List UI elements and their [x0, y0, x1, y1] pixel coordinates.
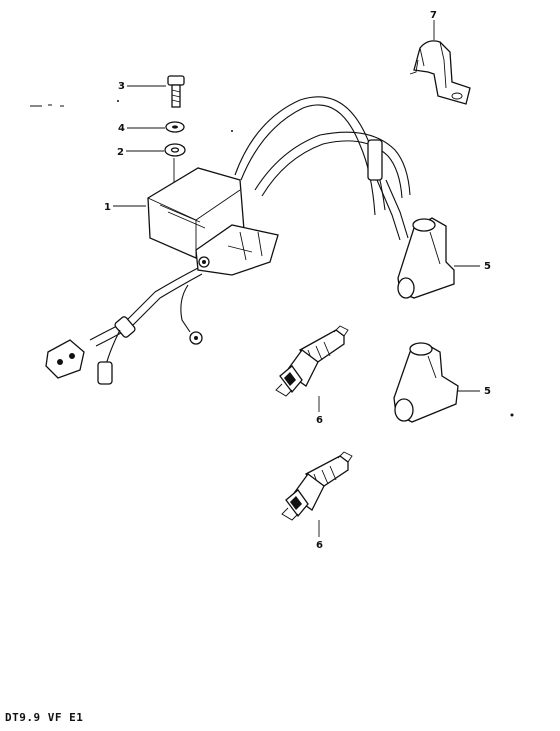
clamp-part — [409, 40, 471, 105]
callout-2: 2 — [117, 147, 124, 158]
callout-5-upper: 5 — [484, 261, 491, 272]
scan-dot — [117, 100, 119, 102]
callout-6-upper: 6 — [316, 415, 323, 426]
bolt-part — [167, 75, 185, 108]
scan-dot — [231, 130, 233, 132]
scan-dot — [510, 413, 514, 417]
callout-4: 4 — [118, 123, 125, 134]
lock-washer-part — [165, 121, 185, 133]
spark-plug-lower-part — [281, 451, 353, 521]
callout-6-lower: 6 — [316, 540, 323, 551]
wiring-harness — [45, 267, 203, 385]
ignition-coil-part — [147, 167, 279, 276]
washer-part — [164, 143, 186, 157]
ht-leads — [234, 96, 411, 241]
callout-3: 3 — [118, 81, 125, 92]
callout-5-lower: 5 — [484, 386, 491, 397]
scan-marks — [30, 104, 64, 107]
spark-plug-cap-upper-part — [397, 217, 455, 299]
callout-1: 1 — [104, 202, 111, 213]
callout-7: 7 — [430, 10, 437, 21]
spark-plug-cap-lower-part — [393, 342, 459, 423]
model-code-label: DT9.9 VF E1 — [5, 711, 84, 724]
spark-plug-upper-part — [275, 325, 349, 397]
